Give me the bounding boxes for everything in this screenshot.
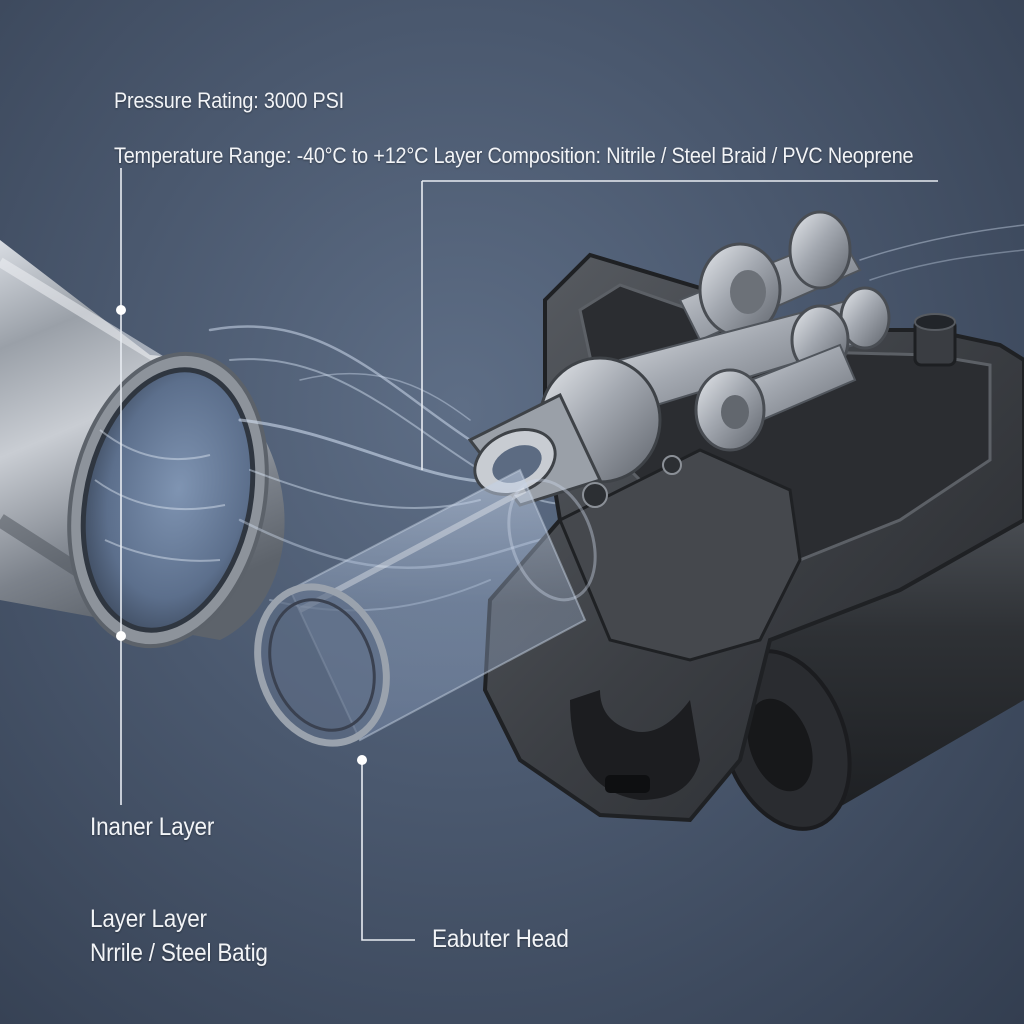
inner-layer-label: Inaner Layer: [90, 813, 215, 841]
leader-lines: [120, 168, 938, 941]
layer-label-line2: Nrrile / Steel Batig: [90, 939, 268, 967]
steel-pipe: [0, 240, 285, 649]
pressure-rating-label: Pressure Rating: 3000 PSI: [114, 88, 344, 113]
temperature-composition-label: Temperature Range: -40°C to +12°C Layer …: [114, 143, 914, 168]
leader-dots: [116, 305, 367, 765]
head-label: Eabuter Head: [432, 925, 569, 953]
layer-label-line1: Layer Layer: [90, 905, 207, 933]
roller-assembly: [467, 210, 891, 508]
clear-hose: [254, 468, 597, 747]
layer-material-label: Layer Layer Nrrile / Steel Batig: [90, 902, 268, 970]
